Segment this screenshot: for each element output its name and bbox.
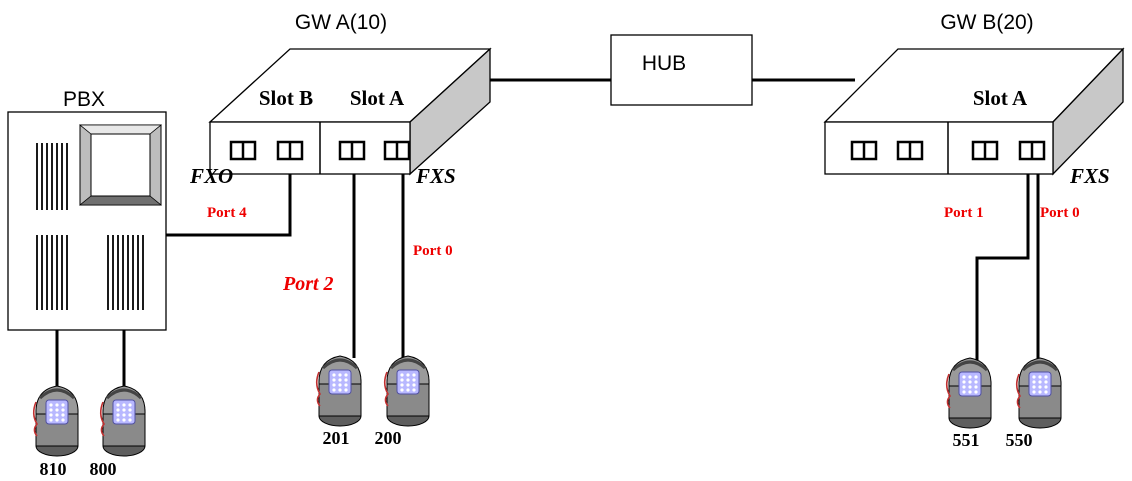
phone-icon-550 (1015, 356, 1063, 430)
port-label-gw-a-4: Port 4 (207, 205, 247, 221)
pbx-screen (78, 124, 163, 206)
phone-icon-200 (383, 354, 431, 428)
gw-a-jacks (229, 140, 411, 161)
hub: HUB (610, 34, 753, 106)
pbx-vent-top (36, 143, 68, 210)
phone-icon-551 (945, 356, 993, 430)
ext-200: 200 (375, 428, 402, 448)
ext-551: 551 (953, 430, 980, 450)
jack-slot-a-left (338, 140, 366, 161)
gw-a-slot-a-label: Slot A (350, 86, 405, 110)
gw-b-jacks (850, 140, 1046, 161)
pbx: PBX (7, 88, 167, 331)
phone-icon-810 (32, 384, 80, 458)
hub-box (610, 34, 753, 106)
pbx-vent-bottom-right (107, 235, 144, 310)
port-labels: Port 4 Port 2 Port 0 Port 1 Port 0 (207, 205, 1080, 295)
ext-800: 800 (90, 459, 117, 479)
phone-icon-201 (315, 354, 363, 428)
pbx-vent-bottom-left (36, 235, 68, 310)
hub-label: HUB (642, 52, 686, 75)
wire-port1-gwb (975, 155, 1030, 362)
gateway-a: GW A(10) Slot B Slot A FXO FXS (189, 11, 492, 188)
jack-slot-b-right (276, 140, 304, 161)
jack-slot-a-right (383, 140, 411, 161)
ext-810: 810 (40, 459, 67, 479)
wire-pbx-fxo (166, 155, 292, 237)
port-label-gw-a-0: Port 0 (413, 243, 453, 259)
jack-slot-b-left (229, 140, 257, 161)
gw-a-fxs-label: FXS (415, 164, 456, 188)
gw-b-label: GW B(20) (940, 11, 1033, 34)
gw-b-slot-a-label: Slot A (973, 86, 1028, 110)
port-label-gw-b-0: Port 0 (1040, 205, 1080, 221)
extension-labels: 810 800 201 200 551 550 (40, 428, 1033, 479)
ext-550: 550 (1006, 430, 1033, 450)
jack-b-1 (850, 140, 878, 161)
ext-201: 201 (323, 428, 350, 448)
jack-b-3 (971, 140, 999, 161)
jack-b-4 (1018, 140, 1046, 161)
gw-b-fxs-label: FXS (1069, 164, 1110, 188)
pbx-label: PBX (63, 88, 105, 111)
gw-a-fxo-label: FXO (189, 164, 233, 188)
phones (32, 354, 1063, 458)
phone-icon-800 (99, 384, 147, 458)
gateway-b: GW B(20) Slot A FXS (823, 11, 1125, 188)
port-label-gw-a-2: Port 2 (282, 273, 334, 295)
port-label-gw-b-1: Port 1 (944, 205, 984, 221)
gw-a-slot-b-label: Slot B (259, 86, 313, 110)
jack-b-2 (896, 140, 924, 161)
gw-a-label: GW A(10) (295, 11, 387, 34)
wires (55, 78, 1040, 388)
